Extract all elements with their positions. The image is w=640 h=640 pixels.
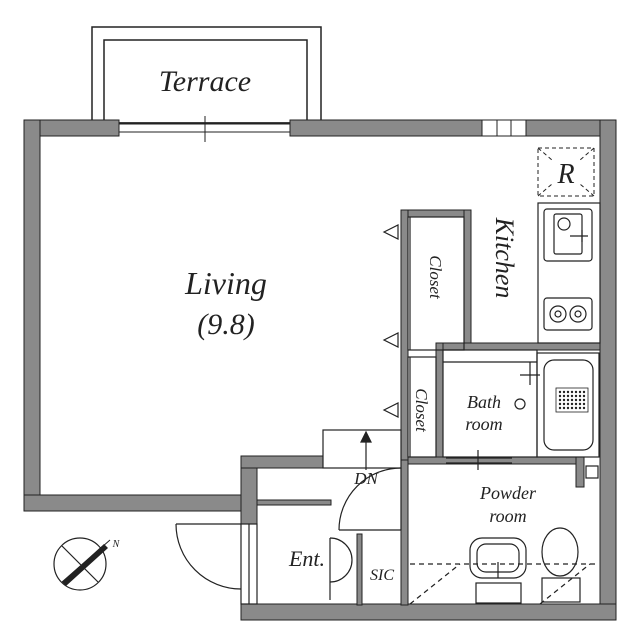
drain-dot — [558, 398, 562, 402]
drain-dot — [570, 406, 574, 410]
kitchen-counter — [537, 202, 601, 344]
bath-label-line1: Bath — [467, 392, 501, 412]
bath-room — [442, 349, 600, 470]
sic-label: SIC — [370, 567, 394, 584]
drain-dot — [578, 398, 582, 402]
drain-dot — [582, 390, 586, 394]
closet-upper-label: Closet — [426, 255, 445, 300]
powder-label-line1: Powder — [479, 483, 537, 503]
drain-dot — [566, 402, 570, 406]
powder-label-line2: room — [489, 506, 526, 526]
compass-icon — [53, 537, 111, 591]
bath-label-line2: room — [465, 414, 502, 434]
refrigerator-mark: R — [556, 159, 574, 190]
drain-dot — [574, 406, 578, 410]
sic-door — [329, 537, 353, 600]
drain-dot — [582, 398, 586, 402]
drain-dot — [570, 394, 574, 398]
compass-north-label: N — [112, 539, 121, 550]
drain-dot — [558, 394, 562, 398]
drain-dot — [574, 402, 578, 406]
terrace-label: Terrace — [159, 65, 251, 98]
drain-dot — [566, 394, 570, 398]
drain-dot — [574, 394, 578, 398]
drain-dot — [574, 390, 578, 394]
drain-dot — [566, 406, 570, 410]
closet-lower — [382, 356, 437, 458]
drain-dot — [562, 402, 566, 406]
entrance-door — [175, 523, 258, 605]
kitchen-label: Kitchen — [490, 217, 519, 299]
drain-dot — [558, 406, 562, 410]
closet-upper — [382, 216, 465, 351]
drain-dot — [558, 402, 562, 406]
drain-dot — [578, 394, 582, 398]
bath-drain-dots — [558, 390, 586, 410]
drain-dot — [558, 390, 562, 394]
drain-dot — [582, 394, 586, 398]
stove-burners-icon — [549, 305, 587, 323]
drain-dot — [574, 398, 578, 402]
drain-dot — [562, 398, 566, 402]
stair-step — [322, 429, 402, 470]
terrace-window — [119, 116, 290, 142]
living-label: Living — [184, 265, 267, 301]
drain-dot — [578, 402, 582, 406]
drain-dot — [570, 390, 574, 394]
drain-dot — [562, 406, 566, 410]
drain-dot — [562, 394, 566, 398]
drain-dot — [578, 390, 582, 394]
drain-dot — [570, 398, 574, 402]
drain-dot — [582, 402, 586, 406]
drain-dot — [566, 390, 570, 394]
drain-dot — [582, 406, 586, 410]
drain-dot — [570, 402, 574, 406]
drain-dot — [566, 398, 570, 402]
powder-door — [338, 467, 402, 531]
drain-dot — [578, 406, 582, 410]
entrance-label: Ent. — [288, 546, 325, 571]
drain-dot — [562, 390, 566, 394]
living-size: (9.8) — [197, 308, 254, 341]
kitchen-window — [481, 119, 527, 137]
powder-room — [409, 465, 599, 605]
closet-lower-label: Closet — [412, 388, 431, 433]
